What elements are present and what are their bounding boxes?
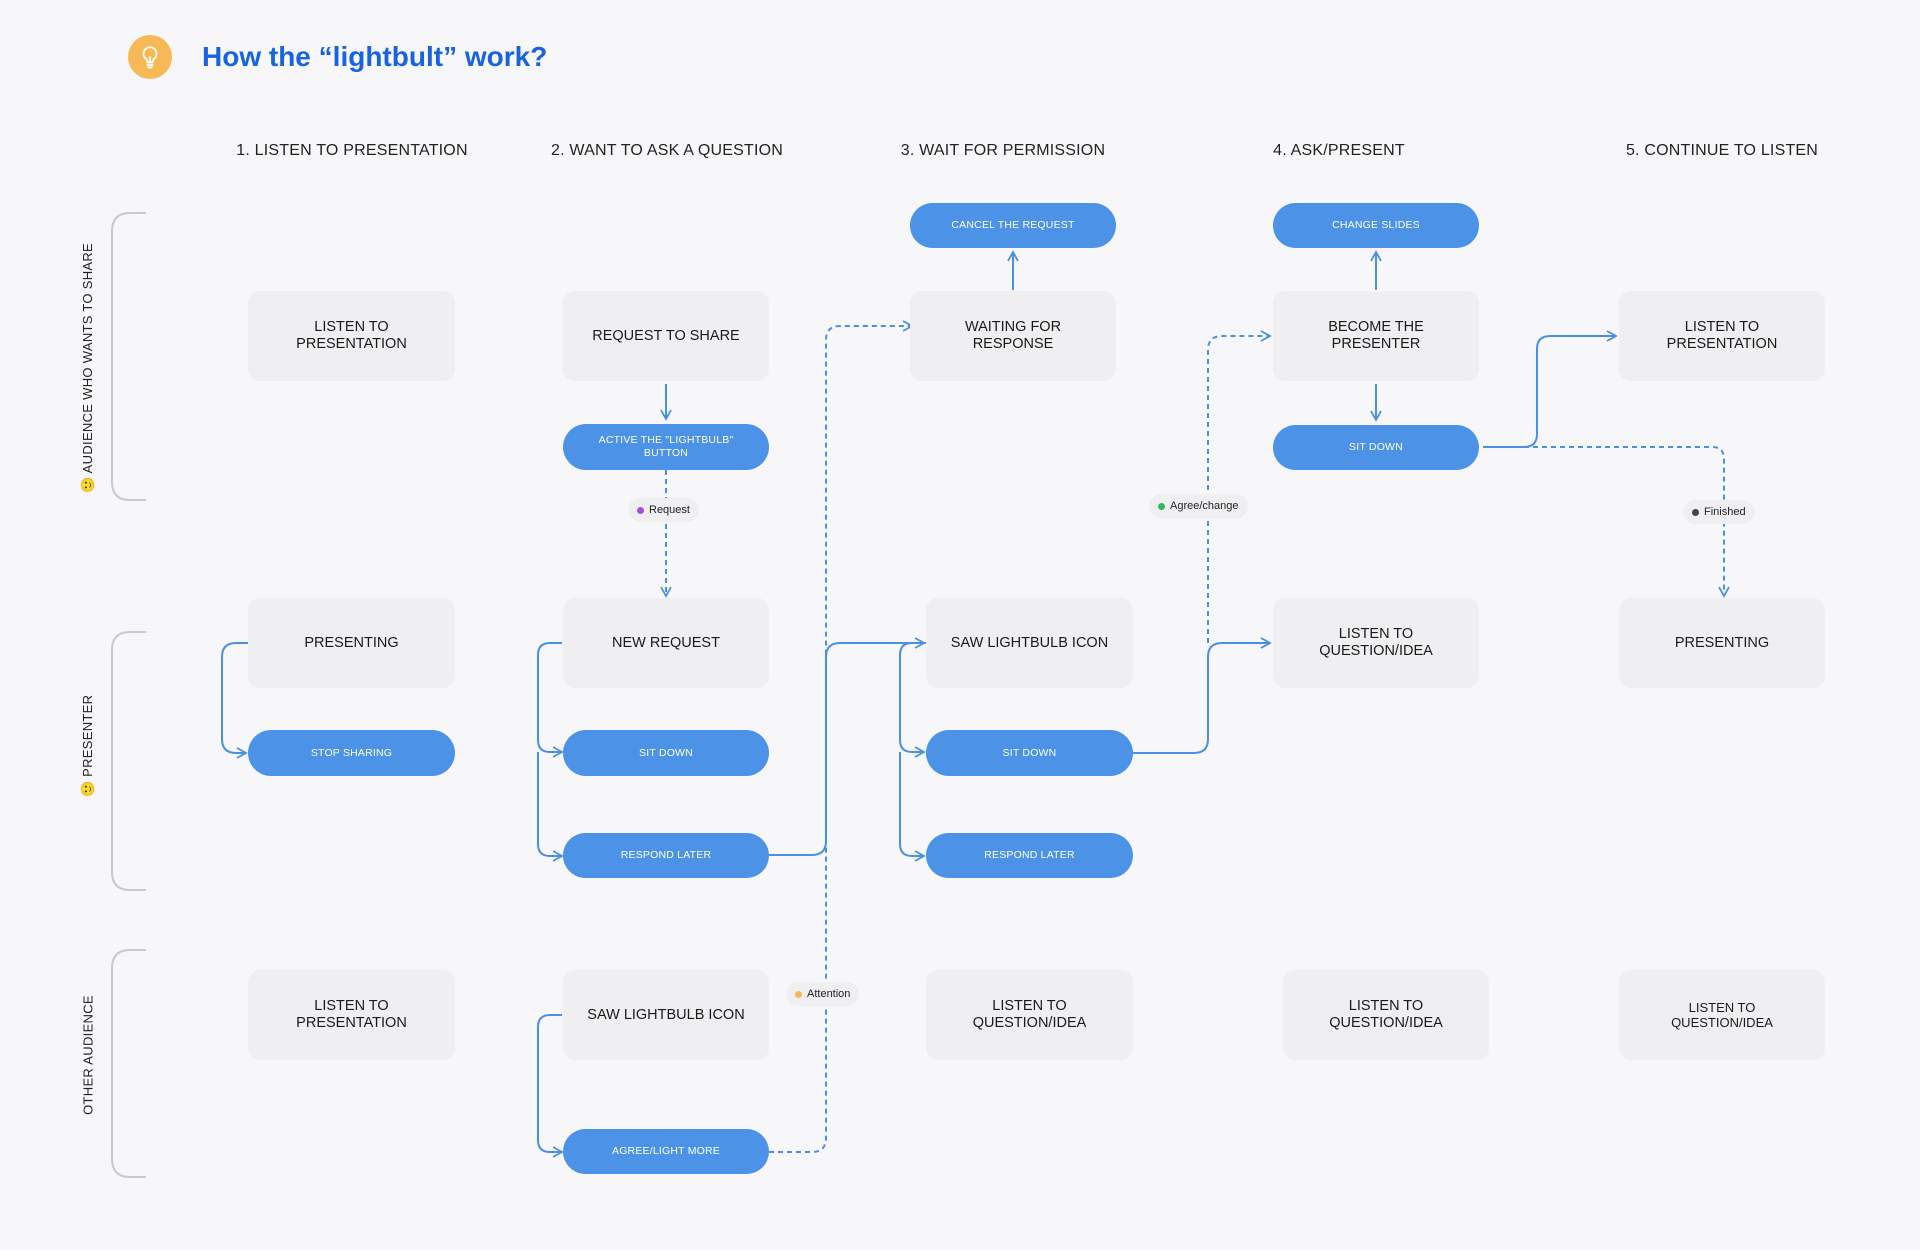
saw-icon-sit-down-button[interactable]: SIT DOWN	[926, 730, 1133, 776]
activate-lightbulb-button[interactable]: ACTIVE THE "LIGHTBULB" BUTTON	[563, 424, 769, 470]
node-audience-listen: LISTEN TO PRESENTATION	[248, 291, 455, 381]
tag-request-dot	[637, 506, 644, 514]
node-other-listen-question-5: LISTEN TO QUESTION/IDEA	[1619, 970, 1825, 1060]
tag-finished-dot	[1692, 508, 1699, 516]
column-header-4: 4. ASK/PRESENT	[1273, 142, 1405, 159]
flow-saw-icon-to-agree	[537, 1014, 564, 1158]
flow-saw-icon-to-sit	[899, 642, 926, 758]
node-other-listen-question-3: LISTEN TO QUESTION/IDEA	[926, 970, 1133, 1060]
change-slides-button[interactable]: CHANGE SLIDES	[1273, 203, 1479, 248]
node-request-to-share: REQUEST TO SHARE	[563, 291, 769, 381]
column-header-5: 5. CONTINUE TO LISTEN	[1625, 142, 1819, 159]
audience-sit-down-button[interactable]: SIT DOWN	[1273, 425, 1479, 470]
column-header-2: 2. WANT TO ASK A QUESTION	[550, 142, 784, 159]
lane-bracket-presenter	[111, 631, 146, 891]
tag-attention-label: Attention	[807, 988, 851, 1000]
flow-sit-to-listen-question	[1133, 637, 1272, 754]
node-become-presenter: BECOME THE PRESENTER	[1273, 291, 1479, 381]
lane-bracket-other	[111, 949, 146, 1178]
tag-attention-dot	[795, 990, 802, 998]
node-saw-lightbulb-icon-presenter: SAW LIGHTBULB ICON	[926, 598, 1133, 688]
tag-request-label: Request	[649, 504, 690, 516]
flow-saw-icon-to-later	[899, 752, 926, 862]
cancel-request-button[interactable]: CANCEL THE REQUEST	[910, 203, 1116, 248]
node-presenting: PRESENTING	[248, 598, 455, 688]
tag-agree-dot	[1158, 502, 1165, 510]
tag-request: Request	[628, 498, 699, 522]
tag-agree-change: Agree/change	[1149, 494, 1248, 518]
flow-new-request-to-sit	[537, 642, 564, 758]
tag-finished-label: Finished	[1704, 506, 1746, 518]
node-listen-question-presenter: LISTEN TO QUESTION/IDEA	[1273, 598, 1479, 688]
presenter-sit-down-button[interactable]: SIT DOWN	[563, 730, 769, 776]
node-presenting-again: PRESENTING	[1619, 598, 1825, 688]
presenter-respond-later-button[interactable]: RESPOND LATER	[563, 833, 769, 878]
node-audience-continue-listen: LISTEN TO PRESENTATION	[1619, 291, 1825, 381]
node-other-listen-question-4: LISTEN TO QUESTION/IDEA	[1283, 970, 1489, 1060]
flow-new-request-to-later	[537, 752, 564, 862]
page-title: How the “lightbult” work?	[202, 41, 548, 72]
tag-finished: Finished	[1683, 500, 1755, 524]
lightbulb-icon	[128, 35, 172, 79]
saw-icon-respond-later-button[interactable]: RESPOND LATER	[926, 833, 1133, 878]
flow-agree-to-presenter	[1207, 330, 1272, 643]
flow-sit-down-to-presenting	[1524, 446, 1730, 598]
node-waiting-for-response: WAITING FOR RESPONSE	[910, 291, 1116, 381]
lane-bracket-audience	[111, 212, 146, 501]
flow-agree-to-waiting	[769, 320, 914, 1153]
column-header-1: 1. LISTEN TO PRESENTATION	[236, 142, 468, 159]
flow-presenting-to-stop	[221, 642, 248, 759]
tag-agree-label: Agree/change	[1170, 500, 1239, 512]
flow-sit-down-to-listen	[1483, 330, 1618, 448]
title-row: How the “lightbult” work?	[128, 30, 547, 84]
column-header-3: 3. WAIT FOR PERMISSION	[900, 142, 1106, 159]
node-other-listen: LISTEN TO PRESENTATION	[248, 970, 455, 1060]
node-saw-lightbulb-icon-other: SAW LIGHTBULB ICON	[563, 970, 769, 1060]
tag-attention: Attention	[786, 982, 860, 1006]
lightbulb-icon-glyph	[142, 46, 158, 69]
node-new-request: NEW REQUEST	[563, 598, 769, 688]
agree-light-more-button[interactable]: AGREE/LIGHT MORE	[563, 1129, 769, 1174]
stop-sharing-button[interactable]: STOP SHARING	[248, 730, 455, 776]
